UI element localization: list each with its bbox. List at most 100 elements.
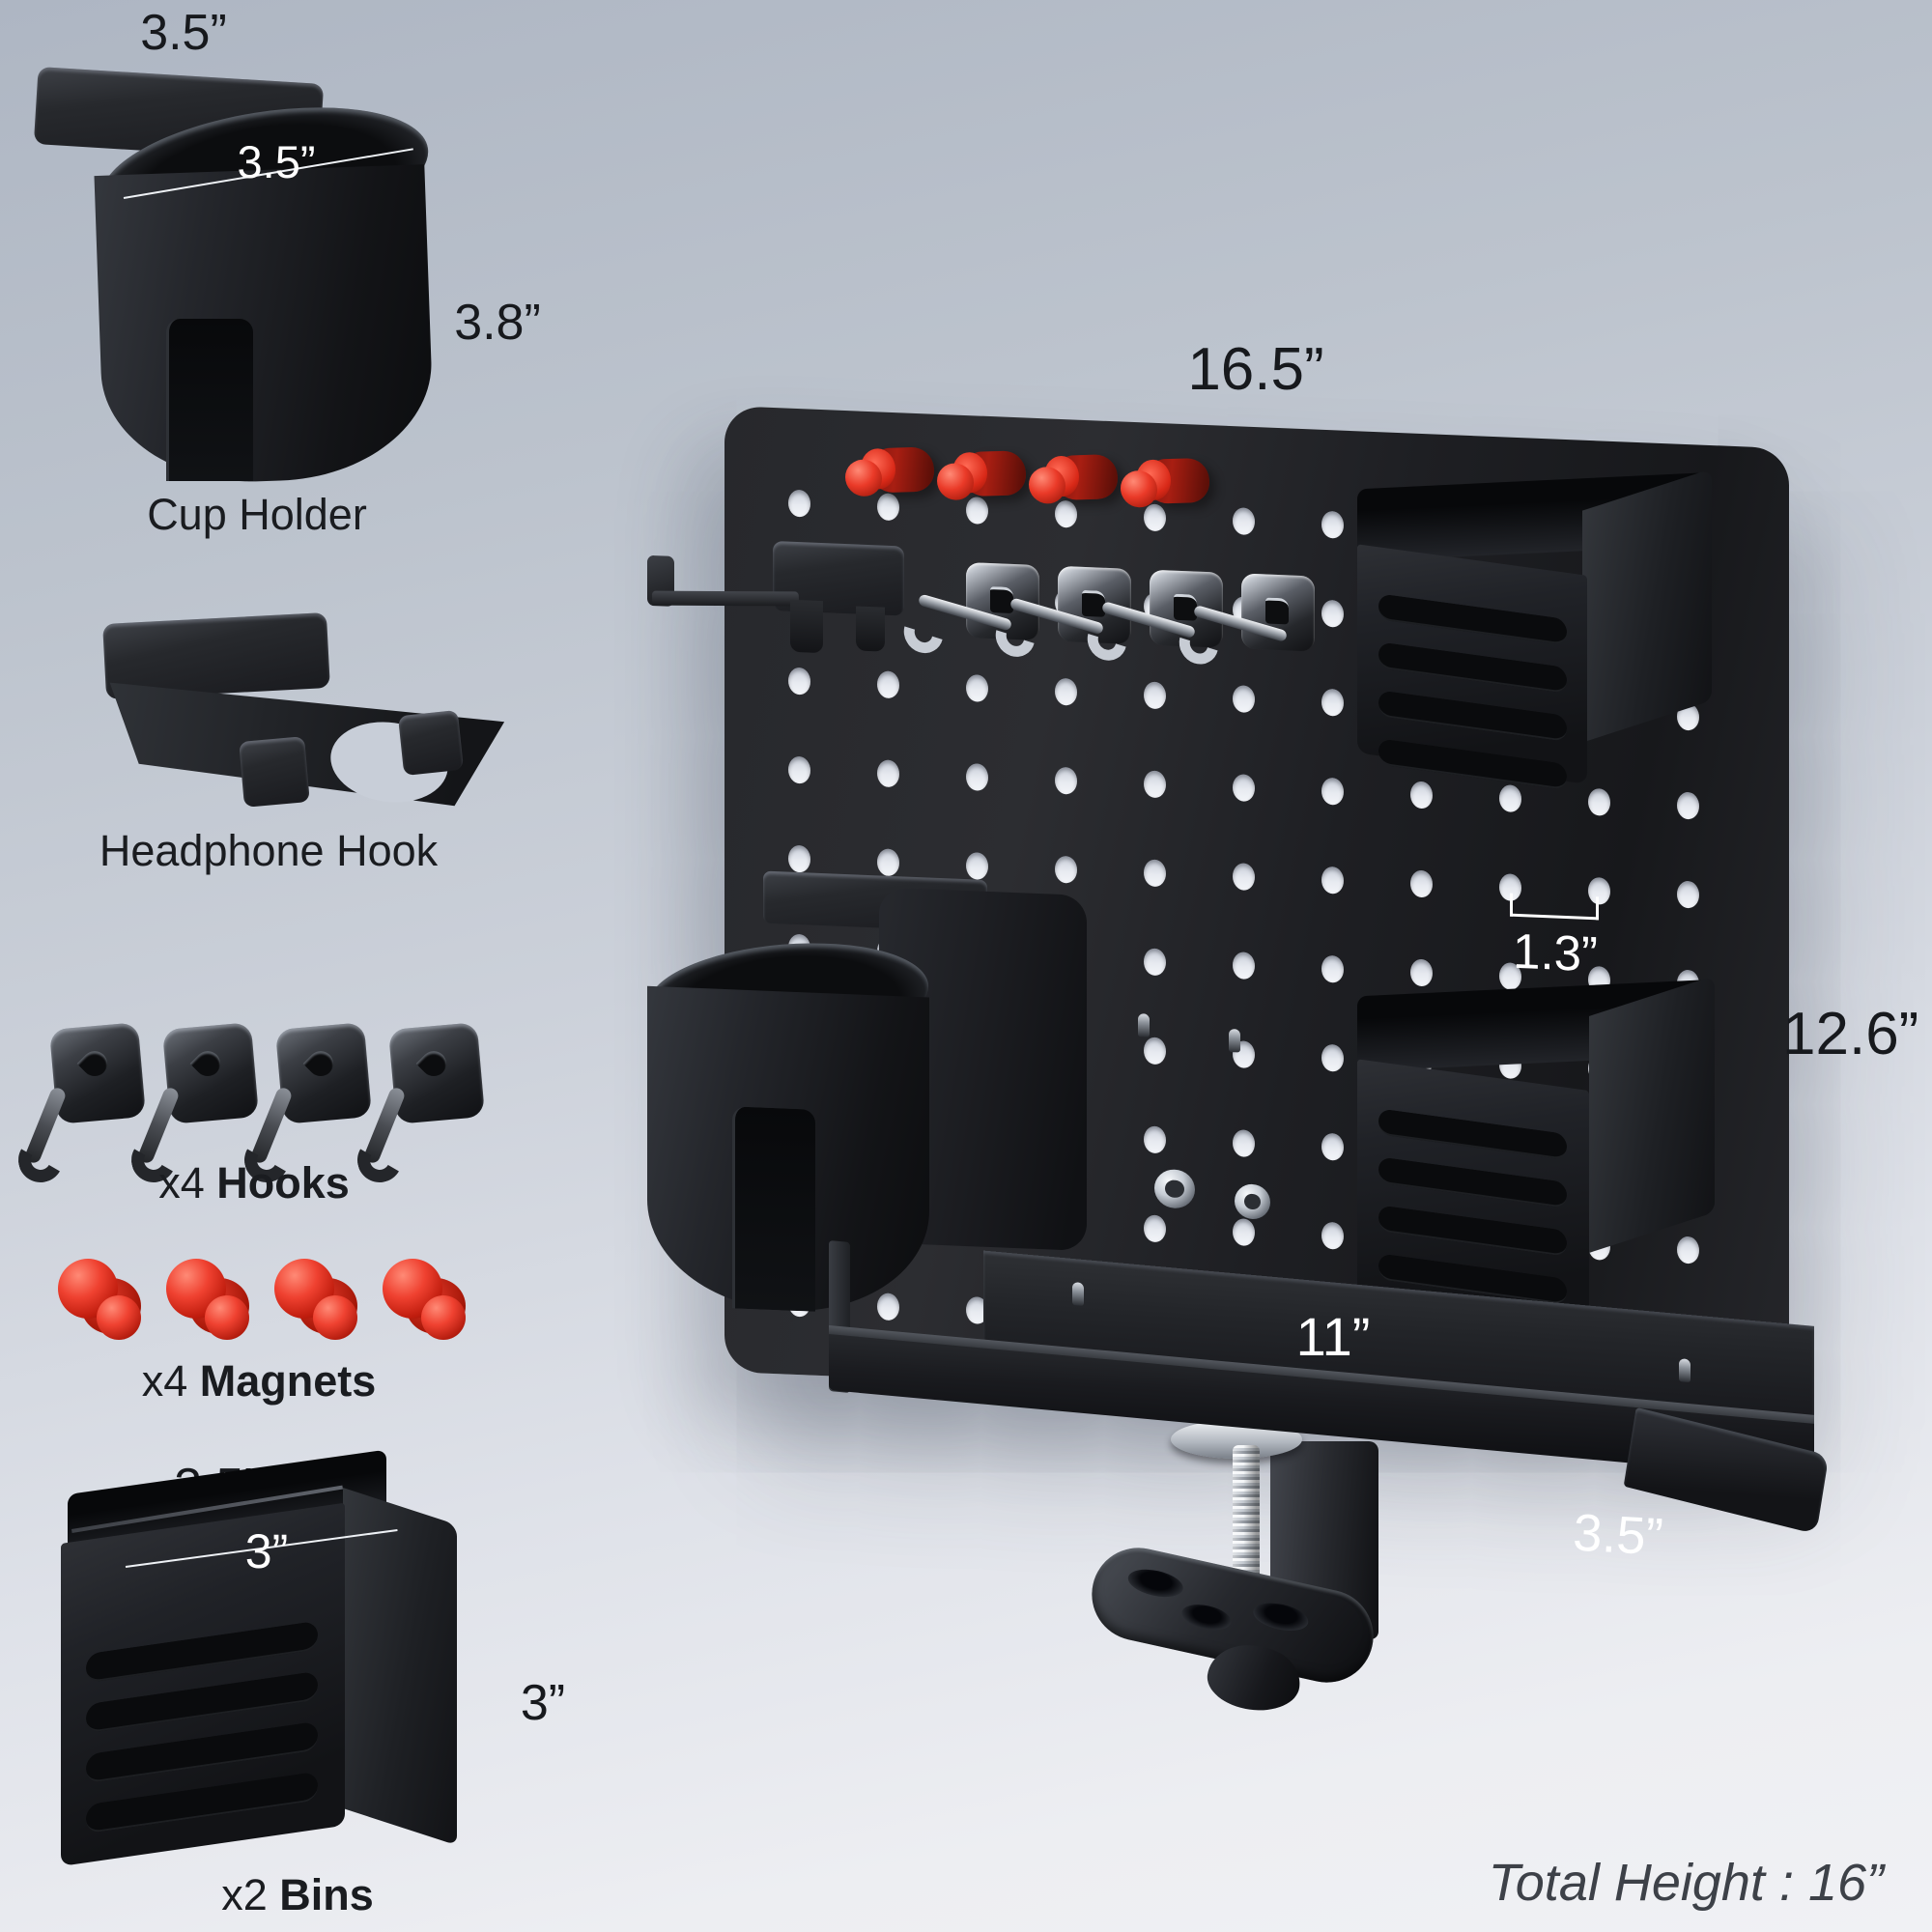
- headphone-hook-item: Headphone Hook: [87, 599, 505, 889]
- board-magnet: [1029, 445, 1125, 521]
- pegboard-hole: [1055, 677, 1077, 706]
- pegboard-hole: [1144, 948, 1166, 977]
- cup-holder-label: Cup Holder: [147, 490, 367, 539]
- pegboard-hole: [1233, 863, 1255, 892]
- pegboard-hole: [1233, 952, 1255, 980]
- keyhole-slot-icon: [1229, 1028, 1240, 1053]
- bin-slot: [86, 1670, 318, 1734]
- clamp-foot-hole: [1179, 1600, 1234, 1634]
- pegboard-hole: [1410, 869, 1433, 898]
- cup-inner-diameter-dim: 3.5”: [237, 136, 316, 187]
- hole-spacing-dim: 1.3”: [1513, 923, 1598, 982]
- magnet-ball-small: [421, 1295, 466, 1340]
- magnet-ball-small: [205, 1295, 249, 1340]
- cup-top-width-dim: 3.5”: [140, 5, 227, 61]
- clamp-foot-hole: [1250, 1598, 1311, 1635]
- cup-front-slot: [166, 319, 253, 481]
- pegboard-hole: [1233, 1218, 1255, 1247]
- cup-body: [94, 164, 436, 487]
- magnet: [383, 1259, 489, 1346]
- pegboard-hole: [1321, 510, 1344, 539]
- pegboard-hole: [1321, 866, 1344, 895]
- headphone-hook-prong: [790, 599, 823, 654]
- cup-holder-item: 3.5” 3.5” 3.8” Cup Holder: [29, 0, 541, 551]
- bins-item: 3.5” 3” 3” x2 Bins: [58, 1444, 580, 1932]
- magnet-ball-small: [97, 1295, 141, 1340]
- pegboard-hole: [1321, 688, 1344, 717]
- keyhole-slot-icon: [1138, 1013, 1150, 1037]
- pegboard-hole: [1055, 766, 1077, 795]
- board-height-dim: 12.6”: [1782, 1001, 1919, 1067]
- magnet: [166, 1259, 272, 1346]
- pegboard-hole: [1588, 787, 1610, 816]
- magnets-label: x4 Magnets: [141, 1356, 377, 1406]
- pegboard-hole: [788, 489, 810, 518]
- hooks-label: x4 Hooks: [158, 1158, 350, 1208]
- total-height-note: Total Height : 16”: [1488, 1854, 1884, 1912]
- pegboard-hole: [877, 759, 899, 788]
- pegboard-hole: [1321, 1132, 1344, 1161]
- pegboard-hole: [1233, 774, 1255, 803]
- pegboard-hole: [1144, 681, 1166, 710]
- bin-slot: [1378, 690, 1567, 742]
- pegboard-hole: [877, 670, 899, 699]
- magnets-item: x4 Magnets: [58, 1251, 502, 1415]
- bin-slot: [1378, 1108, 1567, 1160]
- pegboard-hole: [1410, 958, 1433, 987]
- hook-curl: [13, 1132, 69, 1188]
- bin-height-dim: 3”: [520, 1675, 566, 1731]
- cup-front-slot: [732, 1106, 815, 1312]
- board-bin-top: [1352, 469, 1729, 790]
- bin-slot: [1378, 1156, 1567, 1208]
- pegboard-hole: [966, 763, 988, 791]
- headphone-hook-front-prong-right: [397, 709, 465, 777]
- pegboard-hole: [1499, 784, 1521, 813]
- board-magnet: [1121, 448, 1217, 524]
- magnets-row: [58, 1259, 493, 1350]
- pegboard-hole: [1144, 770, 1166, 799]
- magnet-ball: [937, 462, 974, 501]
- keyhole-slot-icon: [1679, 1358, 1690, 1383]
- bin-slot: [86, 1620, 318, 1684]
- metal-hook-slot-icon: [1174, 593, 1197, 621]
- board-metal-hook: [1172, 573, 1328, 683]
- pegboard-hole: [1144, 1125, 1166, 1154]
- board-magnet: [937, 441, 1034, 517]
- bin-slot: [86, 1771, 318, 1834]
- bin-slot: [1378, 1205, 1567, 1257]
- hooks-row: [13, 1022, 497, 1188]
- board-magnet: [845, 438, 942, 513]
- bin-slot: [86, 1720, 318, 1784]
- pegboard-hole: [1233, 685, 1255, 714]
- bin-slot: [1378, 641, 1567, 694]
- magnet-ball: [1029, 466, 1065, 505]
- cup-height-dim: 3.8”: [454, 295, 541, 351]
- keyhole-slot-icon: [1072, 1281, 1084, 1307]
- metal-hook-slot-icon: [1265, 597, 1289, 625]
- magnet-ball: [845, 459, 882, 497]
- headphone-hook-arm: [651, 590, 800, 607]
- pegboard-hole: [1321, 1043, 1344, 1072]
- pegboard-hole: [1144, 859, 1166, 888]
- pegboard-hole: [1144, 1037, 1166, 1065]
- metal-hook-slot-icon: [1082, 589, 1105, 617]
- bin-front-face: [1357, 544, 1587, 790]
- headphone-hook-prong: [856, 606, 885, 652]
- pegboard-hole: [1677, 880, 1699, 909]
- bin-side-face: [1582, 469, 1712, 743]
- pegboard-hole: [788, 755, 810, 784]
- pegboard-hole: [1233, 1129, 1255, 1158]
- pegboard-hole: [966, 674, 988, 702]
- bin-slot: [1378, 593, 1567, 645]
- bin-side-face: [1589, 975, 1715, 1253]
- magnet-ball: [1121, 469, 1157, 508]
- pegboard-hole: [1233, 507, 1255, 536]
- pegboard-hole: [1321, 777, 1344, 806]
- pegboard-hole: [1677, 791, 1699, 820]
- pegboard-hole: [1321, 1221, 1344, 1250]
- headphone-hook-front-prong-left: [239, 736, 310, 808]
- hooks-item: x4 Hooks: [13, 1014, 502, 1217]
- pegboard-hole: [1410, 781, 1433, 810]
- mount-screw: [1235, 1183, 1270, 1220]
